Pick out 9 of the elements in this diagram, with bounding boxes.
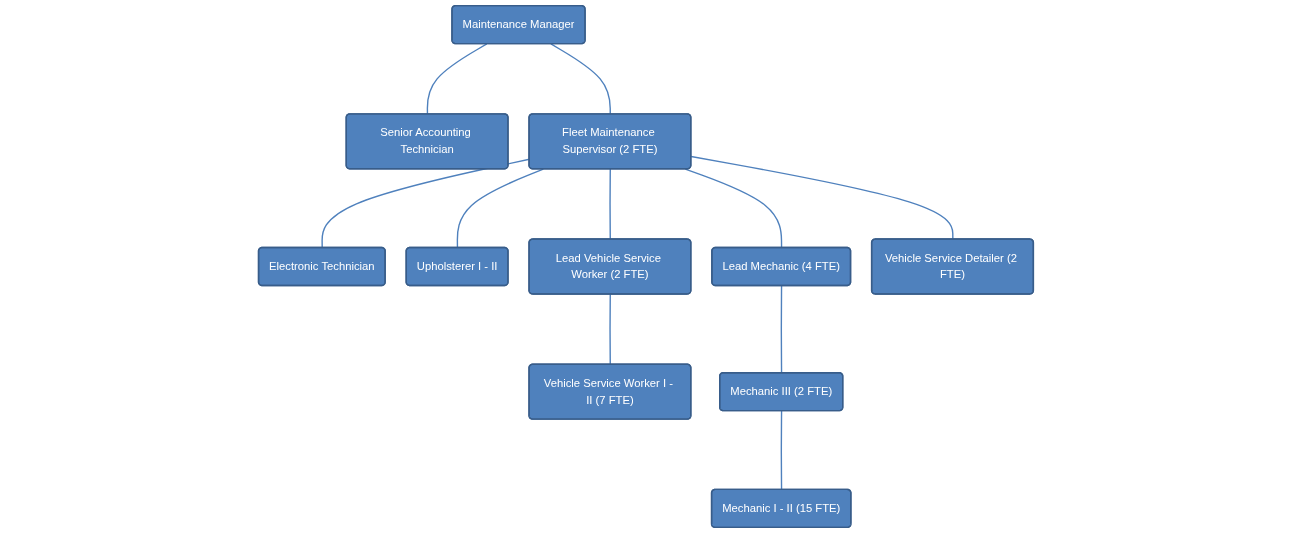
connector xyxy=(690,155,954,241)
connector xyxy=(549,43,611,115)
connector xyxy=(780,285,782,374)
connector xyxy=(780,410,782,491)
connector xyxy=(456,168,544,249)
connector xyxy=(608,168,611,241)
connector xyxy=(426,43,488,115)
connector xyxy=(684,168,782,249)
connector xyxy=(608,293,611,366)
